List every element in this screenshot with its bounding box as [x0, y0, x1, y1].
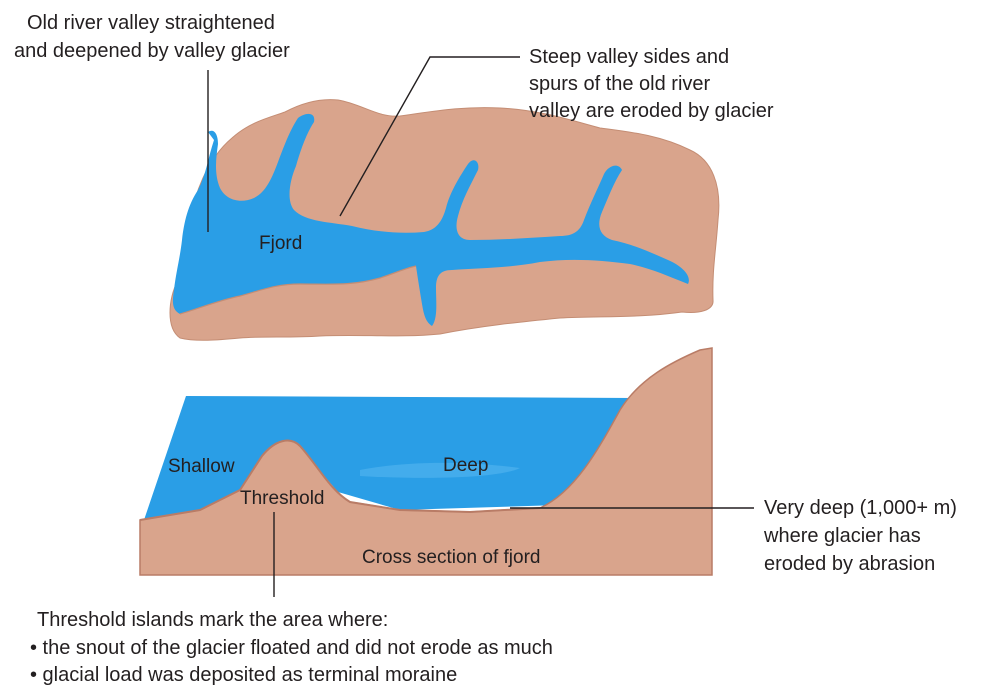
- label-threshold: Threshold: [240, 488, 325, 509]
- label-old-river-valley-line-1: Old river valley straightened: [27, 12, 275, 34]
- threshold-note-bullet-2: • glacial load was deposited as terminal…: [30, 664, 457, 685]
- label-very-deep-line-3: eroded by abrasion: [764, 553, 935, 575]
- label-shallow: Shallow: [168, 456, 235, 477]
- label-steep-valley-sides-line-3: valley are eroded by glacier: [529, 100, 774, 122]
- threshold-note-heading: Threshold islands mark the area where:: [37, 609, 388, 631]
- label-deep: Deep: [443, 455, 488, 476]
- label-very-deep-line-1: Very deep (1,000+ m): [764, 497, 957, 519]
- label-cross-section: Cross section of fjord: [362, 547, 540, 568]
- label-old-river-valley-line-2: and deepened by valley glacier: [14, 40, 290, 62]
- label-fjord: Fjord: [259, 233, 302, 254]
- label-steep-valley-sides: Steep valley sides and spurs of the old …: [529, 46, 774, 122]
- label-very-deep-line-2: where glacier has: [763, 525, 921, 547]
- threshold-note-bullet-1: • the snout of the glacier floated and d…: [30, 637, 553, 659]
- label-steep-valley-sides-line-1: Steep valley sides and: [529, 46, 729, 68]
- fjord-plan-view: [170, 100, 719, 341]
- label-steep-valley-sides-line-2: spurs of the old river: [529, 73, 711, 95]
- label-old-river-valley: Old river valley straightened and deepen…: [14, 12, 290, 62]
- label-very-deep: Very deep (1,000+ m) where glacier has e…: [763, 497, 962, 575]
